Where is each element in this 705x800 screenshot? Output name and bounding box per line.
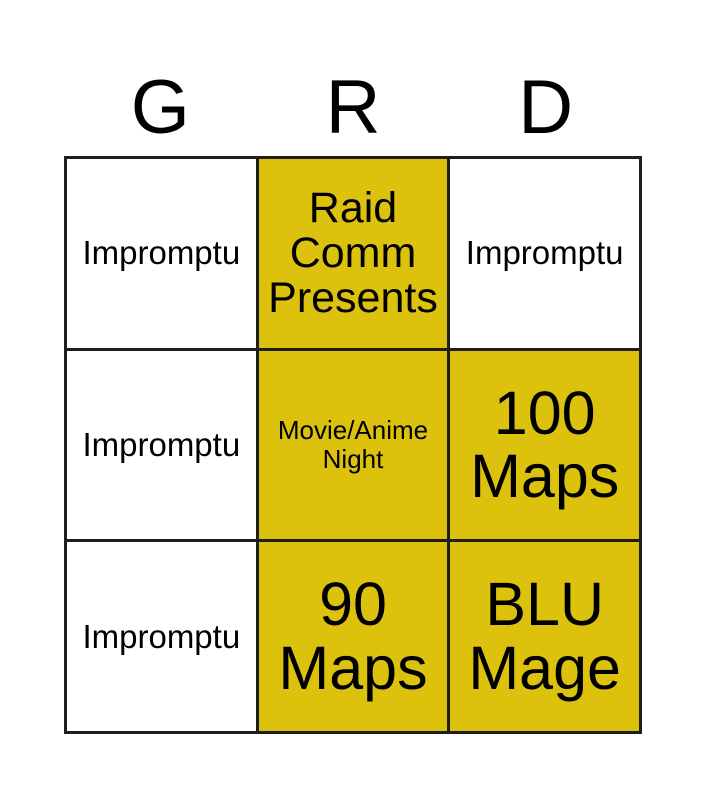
bingo-header-letter-1: R	[325, 65, 381, 150]
bingo-cell-label: Impromptu	[82, 234, 241, 272]
bingo-cell-label: 100 Maps	[470, 378, 620, 510]
bingo-cell-r3c1[interactable]: Impromptu	[67, 542, 256, 731]
bingo-header-letter-0: G	[130, 65, 190, 150]
bingo-cell-r3c2[interactable]: 90 Maps	[258, 542, 448, 731]
bingo-cell-label: Raid Comm Presents	[268, 184, 438, 322]
bingo-cell-label: Impromptu	[82, 617, 241, 655]
bingo-cell-r2c1[interactable]: Impromptu	[67, 350, 256, 540]
bingo-cell-label: 90 Maps	[278, 570, 428, 702]
bingo-cell-r2c2[interactable]: Movie/Anime Night	[258, 350, 448, 540]
bingo-cell-r3c3[interactable]: BLU Mage	[450, 542, 639, 731]
bingo-header-row: G R D	[64, 66, 642, 150]
bingo-cell-r1c3[interactable]: Impromptu	[450, 159, 639, 348]
bingo-cell-label: Impromptu	[82, 425, 241, 463]
bingo-cell-r1c2[interactable]: Raid Comm Presents	[258, 159, 448, 348]
bingo-cell-r2c3[interactable]: 100 Maps	[450, 350, 639, 540]
bingo-cell-label: BLU Mage	[468, 570, 621, 702]
bingo-grid: Impromptu Raid Comm Presents Impromptu I…	[64, 156, 642, 734]
bingo-cell-r1c1[interactable]: Impromptu	[67, 159, 256, 348]
bingo-cell-label: Impromptu	[465, 234, 624, 272]
bingo-header-letter-2: D	[518, 65, 574, 150]
bingo-cell-label: Movie/Anime Night	[277, 414, 429, 474]
